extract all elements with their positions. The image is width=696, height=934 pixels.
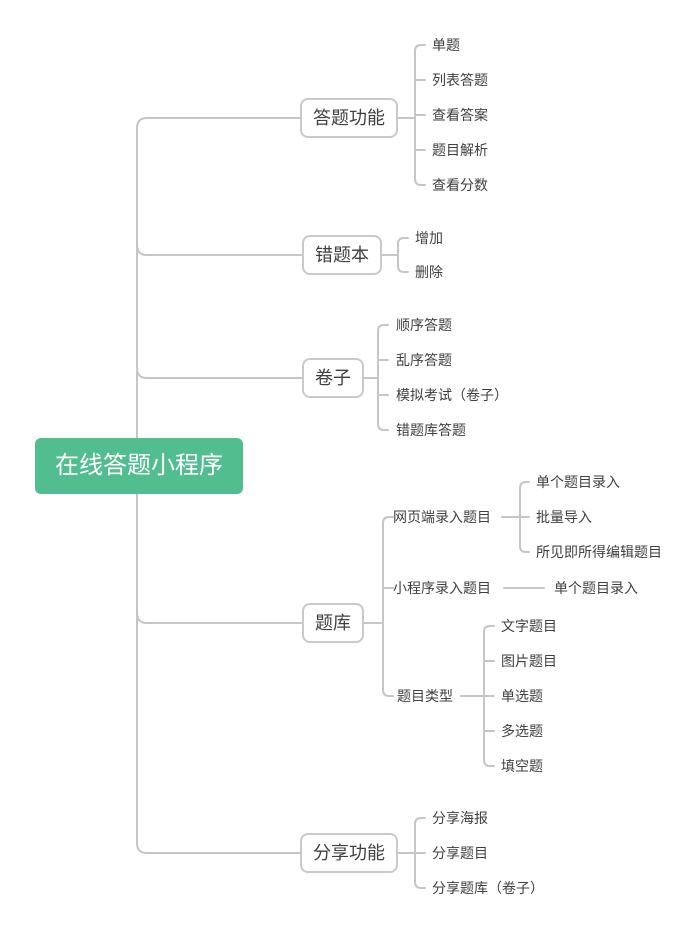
leaf-node: 批量导入 — [536, 509, 592, 525]
leaf-node: 分享题目 — [432, 845, 488, 861]
root-node: 在线答题小程序 — [35, 438, 243, 494]
leaf-node: 图片题目 — [501, 653, 557, 669]
leaf-node: 顺序答题 — [396, 317, 452, 333]
leaf-node: 单题 — [432, 37, 460, 53]
branch-node-question-bank: 题库 — [302, 603, 364, 643]
leaf-node: 文字题目 — [501, 618, 557, 634]
leaf-node: 删除 — [415, 264, 443, 280]
group-node-question-types: 题目类型 — [397, 688, 453, 704]
leaf-node: 题目解析 — [432, 142, 488, 158]
leaf-node: 列表答题 — [432, 72, 488, 88]
branch-node-paper: 卷子 — [302, 358, 364, 398]
branch-node-answer-function: 答题功能 — [300, 98, 398, 138]
group-node-web-entry: 网页端录入题目 — [393, 509, 491, 525]
leaf-node: 模拟考试（卷子） — [396, 387, 508, 403]
leaf-node: 多选题 — [501, 723, 543, 739]
leaf-node: 查看答案 — [432, 107, 488, 123]
group-node-miniapp-entry: 小程序录入题目 — [393, 580, 491, 596]
leaf-node: 错题库答题 — [396, 422, 466, 438]
leaf-node: 单个题目录入 — [536, 474, 620, 490]
leaf-node: 分享海报 — [432, 810, 488, 826]
leaf-node: 单选题 — [501, 688, 543, 704]
leaf-node: 查看分数 — [432, 177, 488, 193]
leaf-node: 分享题库（卷子） — [432, 880, 544, 896]
leaf-node: 乱序答题 — [396, 352, 452, 368]
branch-node-share-function: 分享功能 — [300, 833, 398, 873]
leaf-node: 增加 — [415, 230, 443, 246]
leaf-node: 单个题目录入 — [554, 580, 638, 596]
leaf-node: 填空题 — [501, 758, 543, 774]
leaf-node: 所见即所得编辑题目 — [536, 544, 662, 560]
branch-node-wrong-book: 错题本 — [302, 235, 382, 275]
